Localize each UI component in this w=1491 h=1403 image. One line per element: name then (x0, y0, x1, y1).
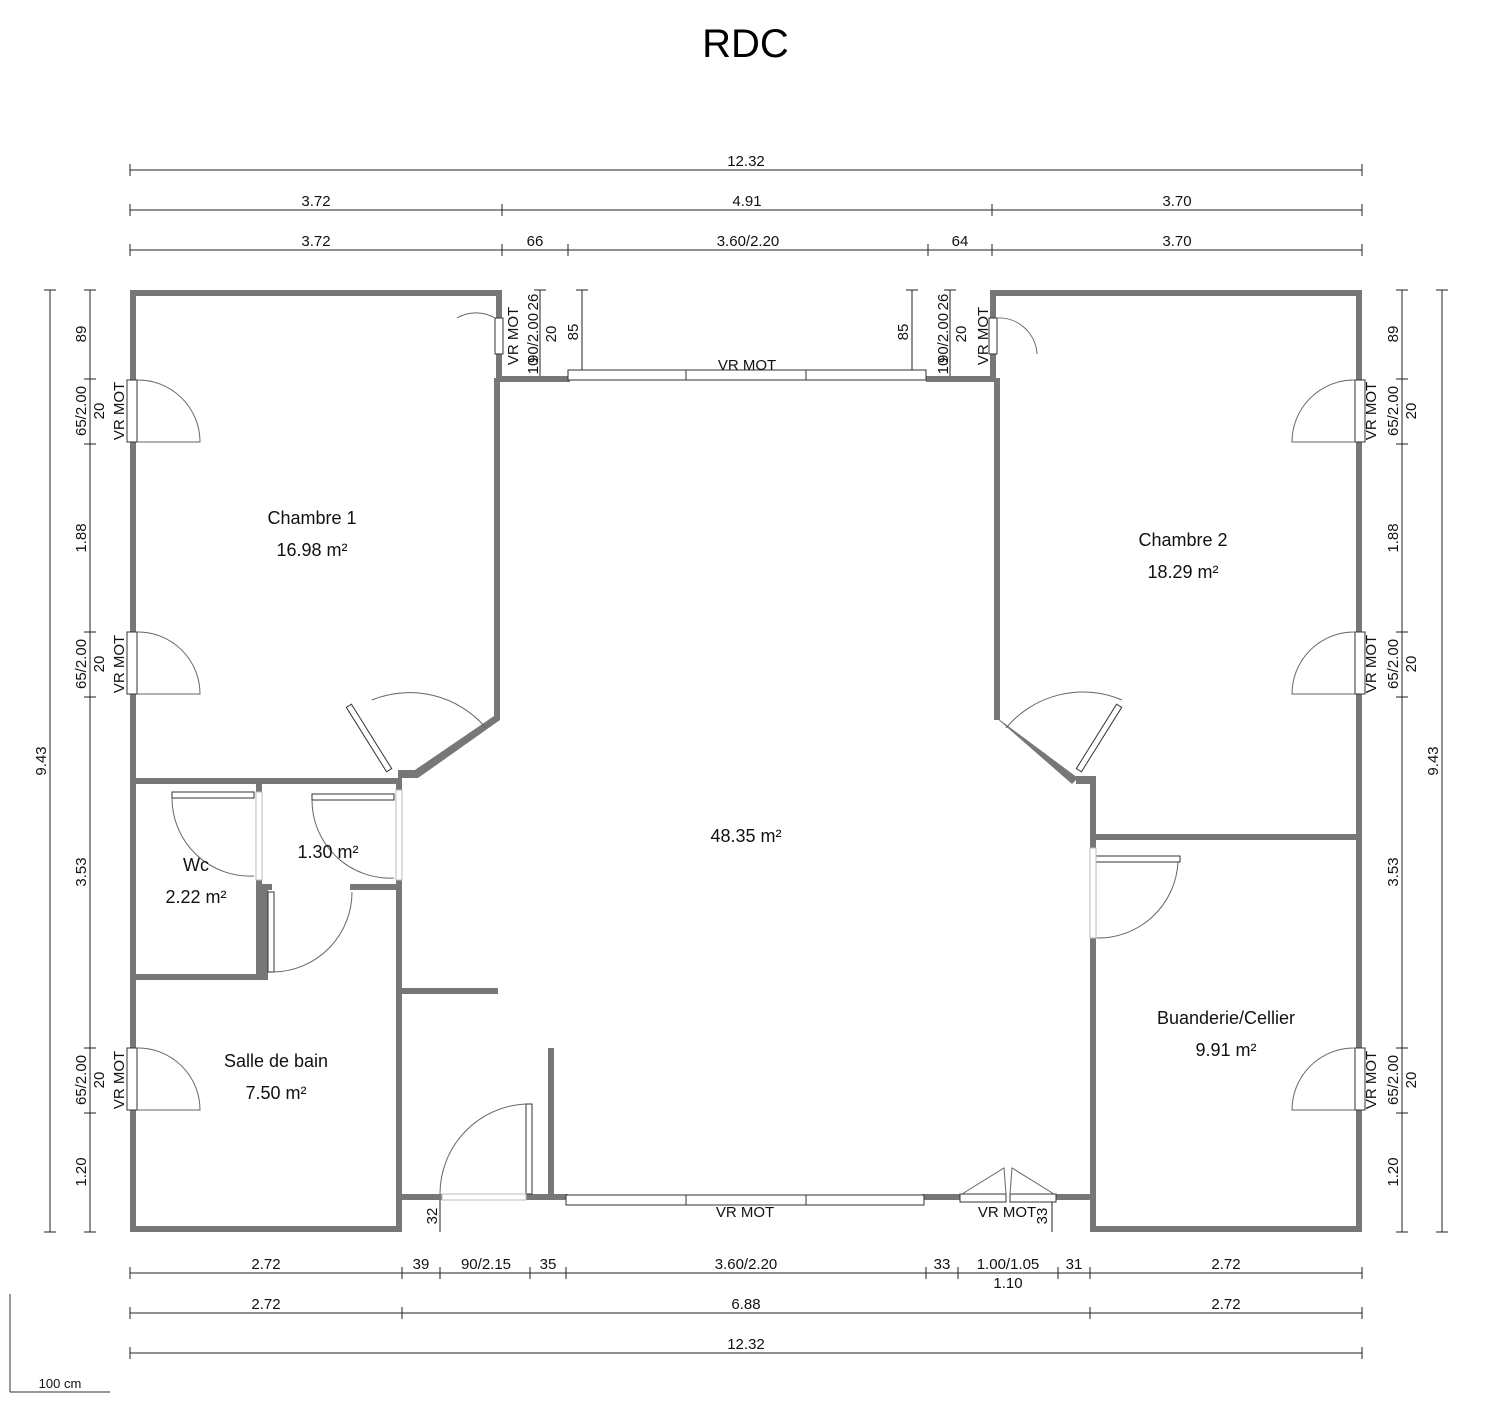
room-chambre-2-name: Chambre 2 (1138, 530, 1227, 550)
dim-inner-33: 33 (1034, 1208, 1051, 1225)
dim-top-r3-2: 66 (527, 233, 544, 250)
dim-bot-r1-sub: 1.10 (993, 1275, 1022, 1292)
label-vr-mot: VR MOT (716, 1204, 774, 1221)
label-vr-mot: VR MOT (111, 382, 128, 440)
windows (126, 317, 1366, 1206)
dim-inner-20-left: 20 (543, 326, 560, 343)
dim-bot-r1-8: 31 (1066, 1256, 1083, 1273)
dim-left-3: 65/2.00 (73, 386, 90, 436)
right-dimensions (1396, 289, 1448, 1233)
dim-right-10: 1.20 (1385, 1157, 1402, 1186)
dim-bot-r1-4: 35 (540, 1256, 557, 1273)
dim-left-1: 89 (73, 326, 90, 343)
dim-left-total: 9.43 (33, 746, 50, 775)
room-degagement-area: 1.30 m² (297, 842, 358, 862)
dim-bot-r1-9: 2.72 (1211, 1256, 1240, 1273)
room-chambre-1-name: Chambre 1 (267, 508, 356, 528)
dim-right-1: 89 (1385, 326, 1402, 343)
room-sdb-name: Salle de bain (224, 1051, 328, 1071)
dim-bot-r2-1: 2.72 (251, 1296, 280, 1313)
dim-top-r3-4: 64 (952, 233, 969, 250)
room-sdb-area: 7.50 m² (245, 1083, 306, 1103)
dim-left-7: 3.53 (73, 857, 90, 886)
dim-inner-10-right: 10 (935, 358, 952, 375)
dim-bot-r1-7: 1.00/1.05 (977, 1256, 1040, 1273)
inner-bottom-dimensions (439, 1198, 1053, 1232)
room-buanderie-name: Buanderie/Cellier (1157, 1008, 1295, 1028)
dim-bot-r2-2: 6.88 (731, 1296, 760, 1313)
room-buanderie-area: 9.91 m² (1195, 1040, 1256, 1060)
inner-top-dimensions (534, 289, 956, 376)
label-vr-mot: VR MOT (111, 635, 128, 693)
dim-right-3: 65/2.00 (1385, 386, 1402, 436)
plan-title: RDC (702, 22, 789, 66)
dim-inner-9020-right: 90/2.00 (935, 313, 952, 363)
dim-right-2: 20 (1403, 403, 1420, 420)
dim-inner-20-right: 20 (953, 326, 970, 343)
room-wc-area: 2.22 m² (165, 887, 226, 907)
dim-left-5: 20 (91, 656, 108, 673)
scale-label: 100 cm (39, 1376, 82, 1391)
dim-left-10: 1.20 (73, 1157, 90, 1186)
dim-inner-85-left: 85 (565, 324, 582, 341)
dim-right-5: 20 (1403, 656, 1420, 673)
label-vr-mot: VR MOT (1363, 635, 1380, 693)
label-vr-mot: VR MOT (1363, 1051, 1380, 1109)
bottom-dimensions (129, 1267, 1363, 1359)
door-openings (255, 789, 1097, 1201)
dim-bot-total: 12.32 (727, 1336, 765, 1353)
dim-left-8: 20 (91, 1072, 108, 1089)
dim-right-9: 65/2.00 (1385, 1055, 1402, 1105)
dim-right-total: 9.43 (1425, 746, 1442, 775)
dim-left-9: 65/2.00 (73, 1055, 90, 1105)
dim-right-7: 3.53 (1385, 857, 1402, 886)
doors (136, 312, 1356, 1203)
dim-inner-26-left: 26 (525, 294, 542, 311)
room-chambre-2-area: 18.29 m² (1147, 562, 1218, 582)
dim-top-r3-3: 3.60/2.20 (717, 233, 780, 250)
label-vr-mot: VR MOT (978, 1204, 1036, 1221)
dim-inner-9020-left: 90/2.00 (525, 313, 542, 363)
dim-inner-32: 32 (424, 1208, 441, 1225)
dim-bot-r1-2: 39 (413, 1256, 430, 1273)
dim-right-8: 20 (1403, 1072, 1420, 1089)
dim-bot-r1-5: 3.60/2.20 (715, 1256, 778, 1273)
label-vr-mot: VR MOT (111, 1051, 128, 1109)
label-vr-mot: VR MOT (505, 307, 522, 365)
room-wc-name: Wc (183, 855, 209, 875)
dim-bot-r1-6: 33 (934, 1256, 951, 1273)
dim-right-4: 1.88 (1385, 523, 1402, 552)
dim-inner-26-right: 26 (935, 294, 952, 311)
label-vr-mot: VR MOT (718, 357, 776, 374)
dim-top-r2-1: 3.72 (301, 193, 330, 210)
dim-bot-r1-3: 90/2.15 (461, 1256, 511, 1273)
dim-left-4: 1.88 (73, 523, 90, 552)
dim-inner-10-left: 10 (525, 358, 542, 375)
label-vr-mot: VR MOT (1363, 382, 1380, 440)
dim-top-r3-5: 3.70 (1162, 233, 1191, 250)
scale-bar (9, 1294, 110, 1393)
dim-left-2: 20 (91, 403, 108, 420)
walls (130, 290, 1362, 1232)
room-sejour-area: 48.35 m² (710, 826, 781, 846)
left-dimensions (44, 289, 96, 1233)
room-chambre-1-area: 16.98 m² (276, 540, 347, 560)
dim-right-6: 65/2.00 (1385, 639, 1402, 689)
dim-top-r3-1: 3.72 (301, 233, 330, 250)
dim-top-r2-3: 3.70 (1162, 193, 1191, 210)
dim-top-total: 12.32 (727, 153, 765, 170)
dim-top-r2-2: 4.91 (732, 193, 761, 210)
label-vr-mot: VR MOT (975, 307, 992, 365)
dim-bot-r1-1: 2.72 (251, 1256, 280, 1273)
dim-left-6: 65/2.00 (73, 639, 90, 689)
dim-bot-r2-3: 2.72 (1211, 1296, 1240, 1313)
top-dimensions (129, 164, 1363, 256)
dim-inner-85-right: 85 (895, 324, 912, 341)
